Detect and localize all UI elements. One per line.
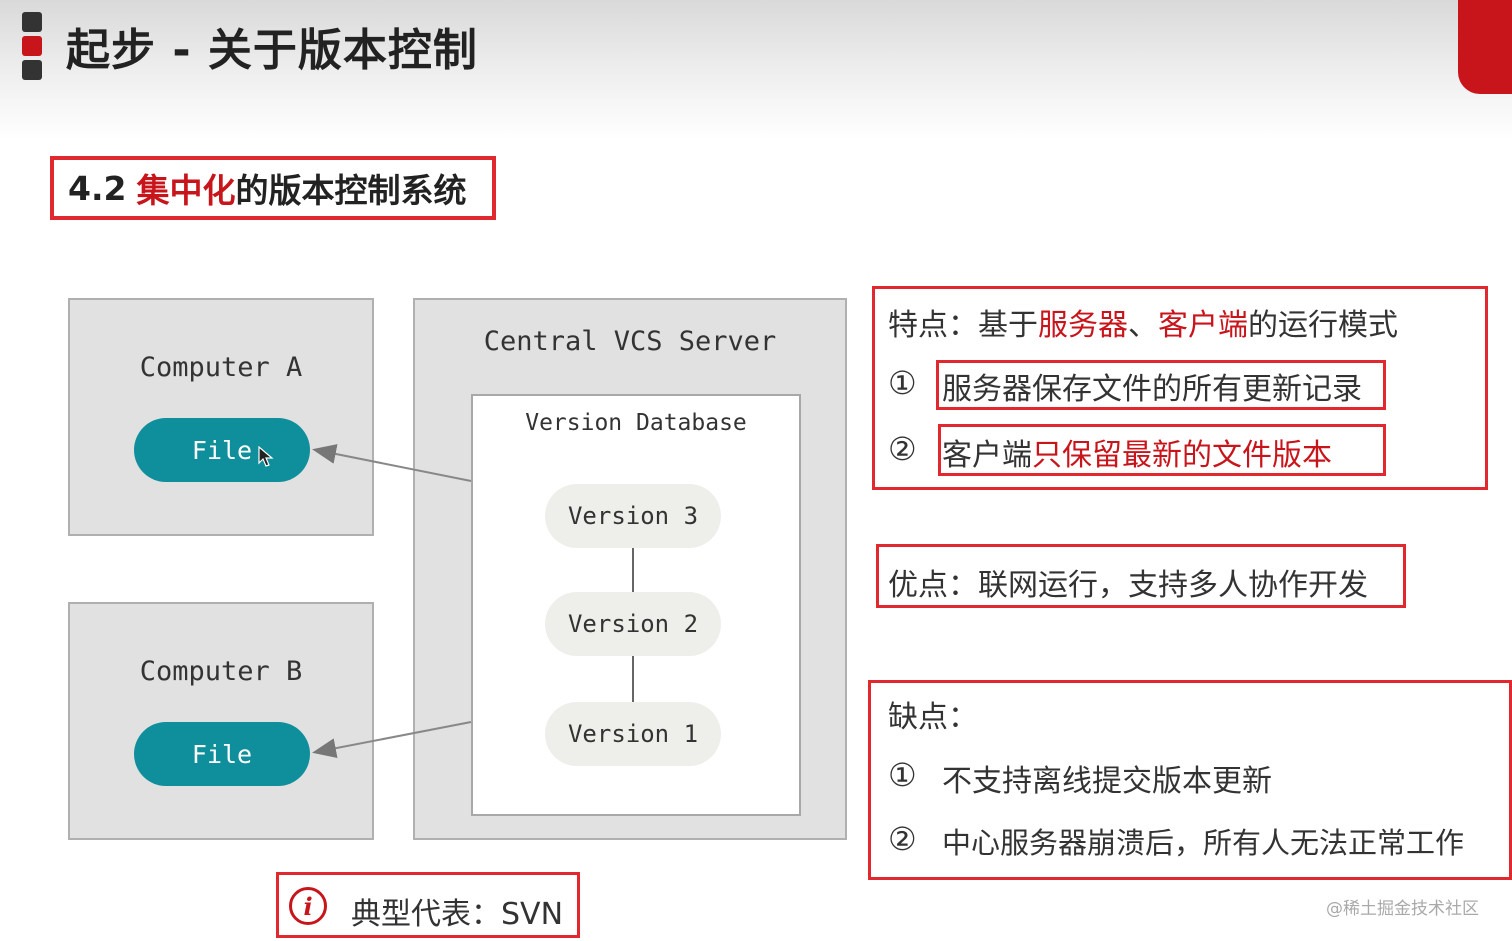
header-band: [0, 0, 1512, 140]
features-item2-marker: ②: [888, 430, 917, 468]
advantages-text: 优点：联网运行，支持多人协作开发: [888, 568, 1368, 603]
disadvantages-item1: 不支持离线提交版本更新: [942, 764, 1272, 799]
features-item1-box: [936, 360, 1386, 410]
typical-example-text: 典型代表：SVN: [351, 897, 564, 932]
computer-b-panel: Computer B File: [68, 602, 374, 840]
features-server: 服务器: [1038, 308, 1128, 343]
page-title: 起步 - 关于版本控制: [66, 25, 478, 76]
logo-icon: [1458, 0, 1512, 94]
typical-example-box: i 典型代表：SVN: [276, 872, 580, 938]
disadvantages-item2: 中心服务器崩溃后，所有人无法正常工作: [942, 826, 1465, 860]
disadvantages-item1-marker: ①: [888, 756, 917, 794]
computer-a-file[interactable]: File: [134, 418, 310, 482]
mouse-cursor-icon: [258, 445, 274, 468]
disadvantages-item2-marker: ②: [888, 820, 917, 858]
features-client: 客户端: [1158, 308, 1248, 343]
database-label: Version Database: [525, 410, 747, 436]
computer-a-label: Computer A: [139, 352, 303, 383]
computer-b-file[interactable]: File: [134, 722, 310, 786]
features-item2: 客户端只保留最新的文件版本: [942, 430, 1332, 474]
accent-segment-top: [22, 12, 42, 32]
info-icon: i: [289, 887, 327, 925]
accent-segment-middle: [22, 36, 42, 56]
features-item1-marker: ①: [888, 364, 917, 402]
version-link-line: [632, 656, 634, 702]
features-item2-highlight: 只保留最新的文件版本: [1032, 438, 1332, 473]
arrow-to-computer-b: [312, 721, 472, 759]
features-separator: 、: [1128, 308, 1158, 343]
section-highlight: 集中化: [136, 171, 236, 210]
features-item2-box: [938, 424, 1386, 476]
version-link-line: [632, 548, 634, 592]
features-heading: 特点：基于服务器、客户端的运行模式: [888, 300, 1398, 344]
version-3-node[interactable]: Version 3: [545, 484, 721, 548]
disadvantages-heading: 缺点：: [888, 700, 978, 735]
accent-segment-bottom: [22, 60, 42, 80]
advantages-box: [876, 544, 1406, 608]
features-suffix: 的运行模式: [1248, 308, 1398, 343]
server-label: Central VCS Server: [483, 326, 777, 357]
watermark: @稀土掘金技术社区: [1326, 899, 1479, 919]
disadvantages-box: [868, 680, 1512, 880]
version-1-node[interactable]: Version 1: [545, 702, 721, 766]
computer-a-panel: Computer A File: [68, 298, 374, 536]
features-item2-plain: 客户端: [942, 438, 1032, 473]
version-2-node[interactable]: Version 2: [545, 592, 721, 656]
section-number: 4.2: [68, 168, 127, 208]
computer-b-label: Computer B: [139, 656, 303, 687]
section-title-rest: 的版本控制系统: [235, 171, 467, 210]
arrow-to-computer-a: [312, 444, 472, 482]
section-heading: 4.2 集中化 的版本控制系统: [50, 156, 496, 220]
title-accent-bar: [22, 12, 42, 84]
features-item1: 服务器保存文件的所有更新记录: [942, 372, 1362, 407]
features-prefix: 特点：基于: [888, 308, 1038, 343]
